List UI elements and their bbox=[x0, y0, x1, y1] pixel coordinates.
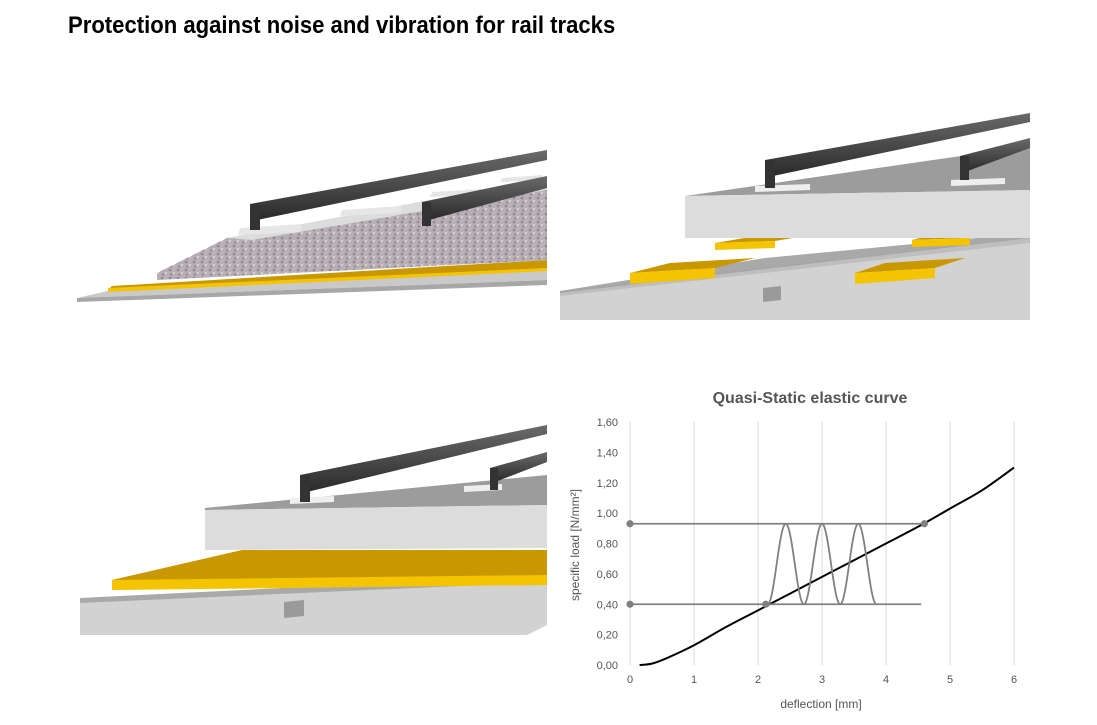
x-tick-label: 0 bbox=[627, 674, 633, 686]
y-tick-label: 1,00 bbox=[597, 508, 618, 520]
x-tick-label: 6 bbox=[1011, 674, 1017, 686]
y-axis-label: specific load [N/mm²] bbox=[568, 489, 582, 601]
data-marker bbox=[762, 600, 770, 608]
y-tick-label: 1,60 bbox=[597, 417, 618, 429]
y-tick-label: 0,20 bbox=[597, 630, 618, 642]
floating-slab-discrete-bearings-illustration bbox=[560, 113, 1030, 320]
chart-title: Quasi-Static elastic curve bbox=[713, 390, 908, 407]
y-tick-label: 1,20 bbox=[597, 478, 618, 490]
x-tick-label: 3 bbox=[819, 674, 825, 686]
data-marker bbox=[920, 520, 928, 528]
y-tick-label: 0,60 bbox=[597, 569, 618, 581]
page-title: Protection against noise and vibration f… bbox=[68, 12, 616, 39]
x-tick-label: 1 bbox=[691, 674, 697, 686]
x-tick-label: 5 bbox=[947, 674, 953, 686]
data-marker bbox=[626, 600, 634, 608]
elastic-curve-chart-svg: Quasi-Static elastic curve 0 1 2 3 4 5 6 0,00 0,… bbox=[568, 390, 1017, 711]
y-tick-label: 1,40 bbox=[597, 447, 618, 459]
series-line-3 bbox=[767, 522, 877, 606]
ballast-mat-track-illustration bbox=[77, 150, 547, 302]
x-axis-label: deflection [mm] bbox=[780, 697, 861, 711]
y-tick-label: 0,40 bbox=[597, 599, 618, 611]
y-tick-label: 0,80 bbox=[597, 539, 618, 551]
data-marker bbox=[626, 520, 634, 528]
y-tick-label: 0,00 bbox=[597, 660, 618, 672]
series-line-0 bbox=[639, 466, 1015, 666]
x-tick-label: 4 bbox=[883, 674, 889, 686]
x-tick-label: 2 bbox=[755, 674, 761, 686]
full-surface-bearing-slab-illustration bbox=[80, 425, 547, 635]
elastic-curve-chart: Quasi-Static elastic curve 0 1 2 3 4 5 6 0,00 0,… bbox=[562, 380, 1042, 720]
